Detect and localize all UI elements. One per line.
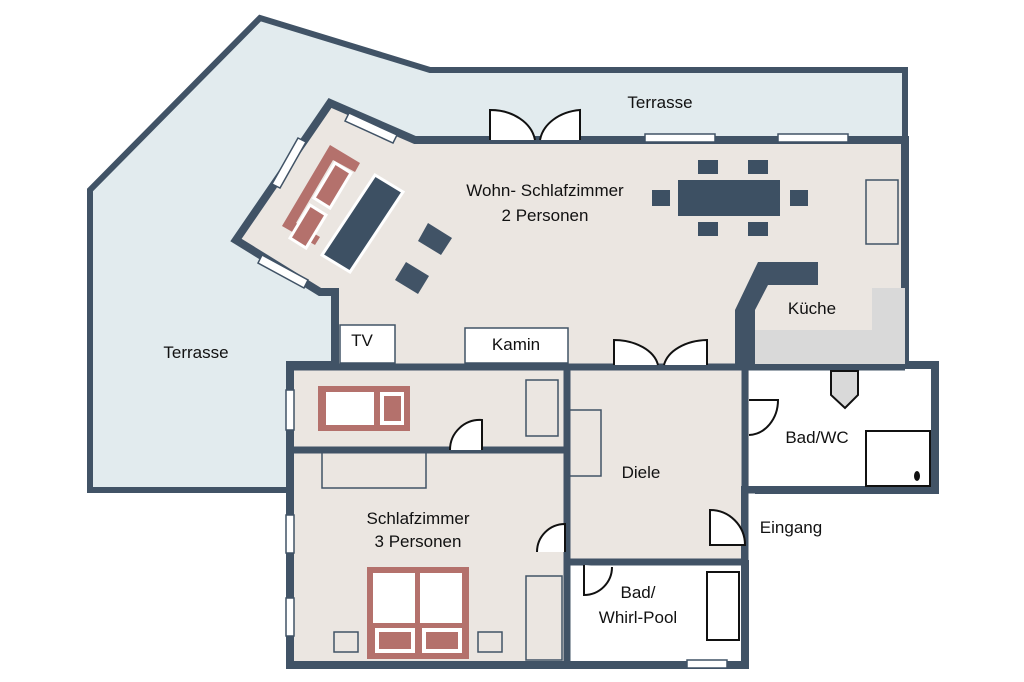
chair <box>748 222 768 236</box>
whirlpool-tub <box>706 571 740 641</box>
entrance-label: Eingang <box>760 518 822 537</box>
shower-drain <box>914 471 920 481</box>
dining-table <box>678 180 780 216</box>
tv-box <box>339 324 396 364</box>
kitchen-bar <box>735 262 818 365</box>
chair <box>698 160 718 174</box>
bedroom-label: Schlafzimmer <box>367 509 470 528</box>
kitchen-counter-side <box>872 288 905 364</box>
shower-tray <box>865 430 931 487</box>
chair <box>418 223 452 255</box>
bedroom-furniture <box>321 451 563 661</box>
sofa <box>282 145 360 245</box>
bed-dark <box>319 172 406 275</box>
entrance-area <box>745 490 755 560</box>
chair <box>790 190 808 206</box>
small-bedroom-furniture <box>318 379 559 437</box>
kitchen-label: Küche <box>788 299 836 318</box>
living-room-label: Wohn- Schlafzimmer <box>466 181 624 200</box>
chair <box>395 262 429 294</box>
building-floor <box>230 98 939 669</box>
tv-label: TV <box>351 331 373 350</box>
chair <box>698 222 718 236</box>
sofa-cushion <box>311 160 354 211</box>
windows <box>257 112 849 669</box>
whirlpool-label-1: Bad/ <box>621 583 656 602</box>
fireplace-box <box>464 327 569 364</box>
chair <box>748 160 768 174</box>
living-furniture <box>282 145 899 364</box>
sideboard <box>865 179 899 245</box>
hall-label: Diele <box>622 463 661 482</box>
whirlpool-label-2: Whirl-Pool <box>599 608 677 627</box>
terrace-top-label: Terrasse <box>627 93 692 112</box>
living-room-capacity: 2 Personen <box>502 206 589 225</box>
interior-walls <box>290 363 935 665</box>
bedroom-capacity: 3 Personen <box>375 532 462 551</box>
terrace-left-label: Terrasse <box>163 343 228 362</box>
doors[interactable] <box>448 108 780 597</box>
wardrobe <box>568 409 602 477</box>
toilet <box>830 370 859 410</box>
sofa-cushion <box>287 202 329 251</box>
chair <box>652 190 670 206</box>
bath-wc-label: Bad/WC <box>785 428 848 447</box>
fireplace-label: Kamin <box>492 335 540 354</box>
